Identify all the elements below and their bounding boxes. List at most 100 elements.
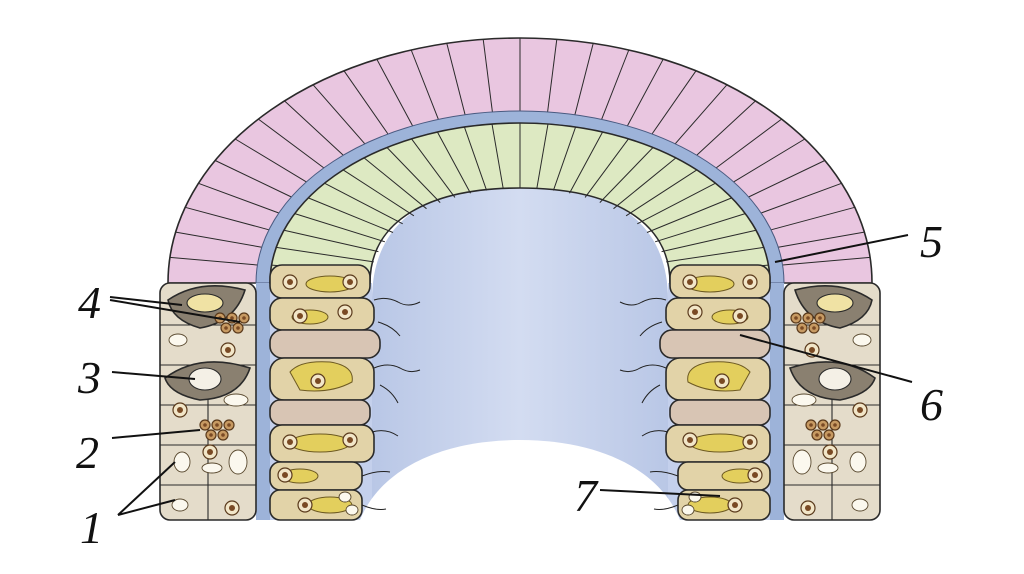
cell-border bbox=[715, 118, 782, 169]
nucleolus bbox=[225, 347, 231, 353]
cell-border bbox=[674, 84, 728, 145]
cell-border bbox=[436, 131, 471, 194]
cell-border bbox=[552, 126, 577, 191]
cell-border bbox=[308, 197, 394, 233]
label-3: 3 bbox=[77, 352, 101, 403]
nucleolus bbox=[224, 326, 228, 330]
right-dark-cell-top-inclusion bbox=[816, 293, 854, 313]
cell-border bbox=[625, 169, 698, 217]
cell-border bbox=[284, 100, 344, 156]
nucleolus bbox=[687, 437, 693, 443]
nucleolus bbox=[794, 316, 798, 320]
cell-border bbox=[666, 246, 764, 263]
cell-border bbox=[547, 39, 558, 112]
cell-border bbox=[294, 213, 386, 243]
label-6: 6 bbox=[920, 379, 943, 430]
cell-border bbox=[343, 70, 389, 135]
label-1: 1 bbox=[80, 502, 103, 553]
cell-border bbox=[214, 160, 292, 198]
cell-border bbox=[463, 126, 488, 191]
nucleolus bbox=[857, 407, 863, 413]
vacuoles bbox=[168, 333, 872, 516]
nucleolus bbox=[287, 279, 293, 285]
cell-border bbox=[782, 256, 871, 266]
cell-border bbox=[778, 231, 865, 248]
cell-border bbox=[198, 182, 279, 214]
cell-border bbox=[342, 169, 415, 217]
cell-border bbox=[258, 118, 325, 169]
cell-border bbox=[601, 49, 630, 120]
cell-border bbox=[626, 58, 664, 127]
cell-border bbox=[482, 39, 493, 112]
cell-border bbox=[446, 43, 466, 115]
cell-border bbox=[574, 43, 594, 115]
cell-border bbox=[646, 197, 732, 233]
nucleolus bbox=[747, 439, 753, 445]
membrane-right bbox=[770, 283, 784, 520]
nucleolus bbox=[815, 433, 819, 437]
cell-border bbox=[661, 229, 757, 253]
label-4: 4 bbox=[78, 277, 101, 328]
nucleolus bbox=[302, 502, 308, 508]
label-5: 5 bbox=[920, 216, 943, 267]
label-2: 2 bbox=[76, 427, 99, 478]
cell-border bbox=[536, 123, 549, 189]
cell-nuclei bbox=[172, 274, 868, 516]
label-7: 7 bbox=[574, 470, 599, 521]
inner-green-layer bbox=[269, 122, 771, 284]
nucleolus bbox=[347, 279, 353, 285]
nucleolus bbox=[297, 313, 303, 319]
nucleolus bbox=[227, 423, 231, 427]
cell-border bbox=[276, 246, 374, 263]
cell-border bbox=[569, 131, 604, 194]
cell-border bbox=[491, 123, 504, 189]
cilia-processes bbox=[361, 297, 679, 510]
cell-border bbox=[748, 160, 826, 198]
cell-border bbox=[363, 157, 427, 210]
cell-border bbox=[410, 49, 439, 120]
nucleolus bbox=[833, 423, 837, 427]
cell-border bbox=[386, 147, 441, 203]
nucleolus bbox=[827, 449, 833, 455]
nucleolus bbox=[806, 316, 810, 320]
nucleolus bbox=[347, 437, 353, 443]
nucleolus bbox=[177, 407, 183, 413]
cell-border bbox=[599, 147, 654, 203]
cell-border bbox=[169, 256, 258, 266]
nucleolus bbox=[236, 326, 240, 330]
cell-border bbox=[584, 138, 629, 198]
nucleolus bbox=[342, 309, 348, 315]
nucleolus bbox=[737, 313, 743, 319]
nucleolus bbox=[747, 279, 753, 285]
nucleolus bbox=[805, 505, 811, 511]
cell-border bbox=[637, 182, 716, 225]
nucleolus bbox=[203, 423, 207, 427]
outer-layer-cell-borders bbox=[169, 38, 871, 266]
cell-border bbox=[696, 100, 756, 156]
cell-border bbox=[312, 84, 366, 145]
nucleolus bbox=[282, 472, 288, 478]
nucleolus bbox=[215, 423, 219, 427]
cell-border bbox=[761, 182, 842, 214]
cell-border bbox=[770, 206, 855, 231]
leader-lines bbox=[109, 234, 913, 516]
nucleolus bbox=[732, 502, 738, 508]
cell-border bbox=[283, 229, 379, 253]
nucleolus bbox=[809, 347, 815, 353]
nucleolus bbox=[315, 378, 321, 384]
cell-border bbox=[234, 138, 307, 183]
membrane-left bbox=[256, 283, 270, 520]
cell-border bbox=[613, 157, 677, 210]
nucleolus bbox=[812, 326, 816, 330]
nucleolus bbox=[221, 433, 225, 437]
cell-border bbox=[654, 213, 746, 243]
nucleolus bbox=[821, 423, 825, 427]
nucleolus bbox=[827, 433, 831, 437]
nucleolus bbox=[719, 378, 725, 384]
cell-border bbox=[185, 206, 270, 231]
cell-border bbox=[651, 70, 697, 135]
cell-border bbox=[733, 138, 806, 183]
nucleolus bbox=[800, 326, 804, 330]
nucleolus bbox=[818, 316, 822, 320]
